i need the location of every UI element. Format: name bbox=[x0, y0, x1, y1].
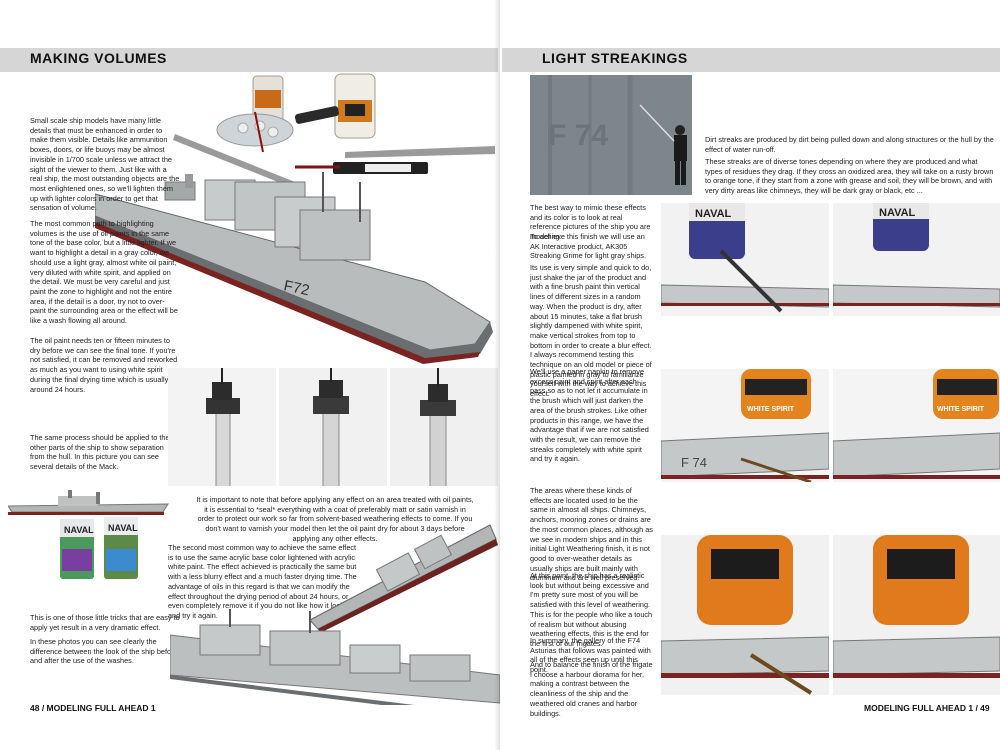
ship-side-illustration bbox=[8, 490, 169, 515]
ak-jar-brush-illustration-1 bbox=[661, 535, 829, 695]
streaking-bottle-brush-illustration-1: NAVAL bbox=[661, 203, 829, 313]
step-photo-4: WHITE SPIRIT bbox=[833, 369, 1000, 482]
right-header-bar bbox=[502, 48, 1000, 72]
step-photo-6 bbox=[833, 535, 1000, 695]
white-spirit-label-2: WHITE SPIRIT bbox=[937, 406, 985, 413]
right-page: LIGHT STREAKINGS F 74 Dirt streaks are p… bbox=[500, 0, 1000, 750]
reference-pictures-paragraph: The best way to mimic these effects and … bbox=[530, 203, 651, 242]
step-photo-2: NAVAL bbox=[833, 203, 1000, 316]
varnish-paragraph: It is important to note that before appl… bbox=[196, 495, 474, 543]
dramatic-effect-paragraph: This is one of those little tricks that … bbox=[30, 613, 180, 632]
before-after-paragraph: In these photos you can see clearly the … bbox=[30, 637, 178, 666]
oil-paints-paragraph: The most common path to highlighting vol… bbox=[30, 219, 178, 326]
white-spirit-jar-illustration-1: WHITE SPIRIT F 74 bbox=[661, 369, 829, 482]
making-volumes-intro: Small scale ship models have many little… bbox=[30, 116, 180, 213]
mack-details-paragraph: The same process should be applied to th… bbox=[30, 433, 170, 472]
left-page-title: MAKING VOLUMES bbox=[30, 50, 167, 66]
weathering-areas-paragraph: The areas where these kinds of effects a… bbox=[530, 486, 653, 583]
step-photo-5 bbox=[661, 535, 829, 695]
mast-illustration-2 bbox=[313, 368, 349, 486]
right-page-title: LIGHT STREAKINGS bbox=[542, 50, 688, 66]
streaking-bottle-illustration-2: NAVAL bbox=[833, 203, 1000, 308]
step-photo-3: WHITE SPIRIT F 74 bbox=[661, 369, 829, 482]
left-folio: 48 / MODELING FULL AHEAD 1 bbox=[30, 703, 156, 713]
acrylic-paragraph: The second most common way to achieve th… bbox=[168, 543, 357, 620]
hull-wall-number: F 74 bbox=[548, 119, 608, 152]
hull-streaks-illustration: F 74 bbox=[530, 75, 692, 195]
hull-number-f72: F72 bbox=[282, 277, 311, 299]
ak305-paragraph: To achieve this finish we will use an AK… bbox=[530, 232, 646, 261]
frigate-diagonal-photo bbox=[300, 505, 500, 635]
streaks-intro-paragraph: Dirt streaks are produced by dirt being … bbox=[705, 135, 994, 154]
left-header-bar bbox=[0, 48, 498, 72]
mast-photo-3 bbox=[390, 368, 498, 486]
frigate-bottom-photo bbox=[170, 605, 500, 705]
paper-napkin-paragraph: We'll use a paper napkin to remove exces… bbox=[530, 367, 649, 464]
streaking-technique-paragraph: Its use is very simple and quick to do, … bbox=[530, 263, 652, 399]
white-spirit-jar-illustration-2: WHITE SPIRIT bbox=[833, 369, 1000, 479]
naval-label-right-1: NAVAL bbox=[695, 208, 732, 220]
mast-illustration-1 bbox=[206, 368, 240, 486]
frigate-diagonal-illustration bbox=[309, 524, 498, 633]
left-page: MAKING VOLUMES bbox=[0, 48, 500, 713]
realistic-look-paragraph: At this point, the ship has a realistic … bbox=[530, 571, 653, 648]
drying-time-paragraph: The oil paint needs ten or fifteen minut… bbox=[30, 336, 178, 394]
mast-photo-1 bbox=[168, 368, 276, 486]
real-ship-hull-photo: F 74 bbox=[530, 75, 692, 195]
hull-number-right-1: F 74 bbox=[681, 455, 707, 470]
naval-label-1: NAVAL bbox=[64, 525, 94, 535]
frigate-model-illustration: F72 bbox=[95, 73, 495, 364]
ship-side-photo bbox=[8, 488, 173, 520]
streaks-tones-paragraph: These streaks are of diverse tones depen… bbox=[705, 157, 994, 196]
ak-jar-illustration-2 bbox=[833, 535, 1000, 678]
paints-and-frigate-photo: F72 bbox=[95, 72, 500, 364]
right-folio: MODELING FULL AHEAD 1 / 49 bbox=[864, 703, 990, 713]
white-spirit-label-1: WHITE SPIRIT bbox=[747, 406, 795, 413]
harbour-diorama-paragraph: And to balance the finish of the frigate… bbox=[530, 660, 653, 718]
step-photo-1: NAVAL bbox=[661, 203, 829, 316]
naval-label-2: NAVAL bbox=[108, 523, 138, 533]
mast-illustration-3 bbox=[420, 368, 456, 486]
naval-label-right-2: NAVAL bbox=[879, 207, 916, 219]
naval-bottles-illustration: NAVAL NAVAL bbox=[60, 517, 138, 579]
gallery-summary-paragraph: In summary, the gallery of the F74 Astur… bbox=[530, 636, 651, 675]
frigate-bottom-illustration bbox=[170, 609, 500, 705]
naval-bottles-photo: NAVAL NAVAL bbox=[56, 515, 146, 581]
mast-photo-2 bbox=[279, 368, 387, 486]
